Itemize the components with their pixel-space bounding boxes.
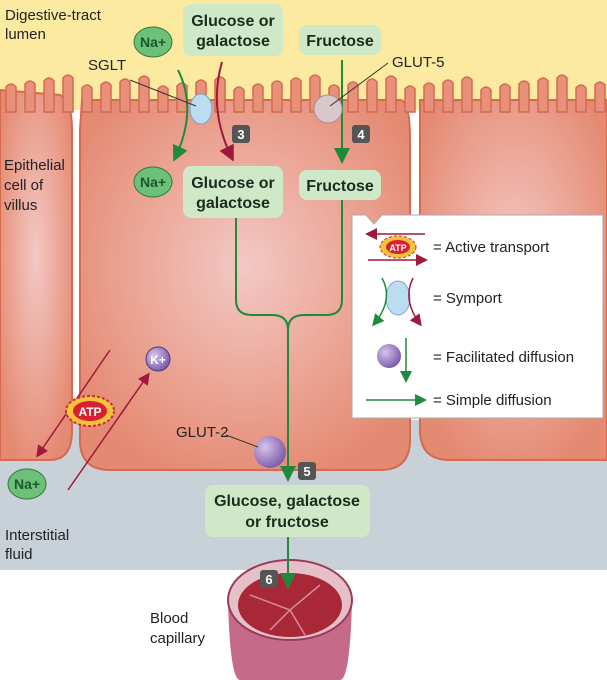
fructose-cell-box: Fructose xyxy=(299,170,381,200)
legend-facilitated-diffusion: = Facilitated diffusion xyxy=(377,338,574,383)
step-4: 4 xyxy=(352,125,370,143)
interstitial-label-2: fluid xyxy=(5,546,33,563)
microvillus xyxy=(157,85,169,113)
svg-text:Fructose: Fructose xyxy=(306,33,374,50)
blood-capillary xyxy=(227,559,353,680)
svg-text:galactose: galactose xyxy=(196,33,270,50)
microvillus xyxy=(138,75,150,113)
svg-text:Na+: Na+ xyxy=(140,174,166,190)
svg-text:5: 5 xyxy=(303,464,310,479)
glut5-transporter xyxy=(313,94,343,124)
legend: ATP = Active transport = Symport = Facil… xyxy=(351,214,604,419)
glucose-cell-box: Glucose or galactose xyxy=(183,166,283,218)
svg-text:= Facilitated diffusion: = Facilitated diffusion xyxy=(433,349,574,366)
sglt-transporter xyxy=(189,93,213,125)
svg-text:Glucose, galactose: Glucose, galactose xyxy=(214,493,360,510)
lumen-label-1: Digestive-tract xyxy=(5,7,102,24)
svg-text:or fructose: or fructose xyxy=(245,514,329,531)
microvillus xyxy=(499,83,511,113)
legend-simple-diffusion: = Simple diffusion xyxy=(366,392,552,409)
microvillus xyxy=(62,74,74,113)
microvillus xyxy=(518,80,530,113)
fructose-lumen-box: Fructose xyxy=(299,25,381,55)
microvillus xyxy=(385,75,397,113)
microvillus xyxy=(5,83,17,113)
microvillus xyxy=(556,74,568,113)
glut5-label: GLUT-5 xyxy=(392,54,445,71)
legend-active-transport: ATP = Active transport xyxy=(365,228,550,266)
capillary-label-1: Blood xyxy=(150,610,188,627)
microvillus xyxy=(594,81,606,113)
na-symport-arrow xyxy=(172,69,189,162)
svg-text:3: 3 xyxy=(237,127,244,142)
output-sugar-box: Glucose, galactose or fructose xyxy=(205,485,370,537)
microvillus xyxy=(43,77,55,113)
microvillus xyxy=(271,80,283,113)
epithelial-label-1: Epithelial xyxy=(4,157,65,174)
lumen-label-2: lumen xyxy=(5,26,46,43)
capillary-label-2: capillary xyxy=(150,630,206,647)
step-5: 5 xyxy=(298,462,316,480)
svg-text:Na+: Na+ xyxy=(140,34,166,50)
svg-text:ATP: ATP xyxy=(78,405,101,419)
microvillus xyxy=(81,84,93,113)
microvillus xyxy=(100,81,112,113)
svg-text:4: 4 xyxy=(357,127,365,142)
svg-text:6: 6 xyxy=(265,572,272,587)
microvillus xyxy=(442,79,454,113)
microvillus xyxy=(404,85,416,113)
svg-text:K+: K+ xyxy=(150,353,166,367)
microvillus xyxy=(575,84,587,113)
left-epithelial-cell xyxy=(0,88,73,461)
microvillus xyxy=(366,78,378,113)
microvillus xyxy=(480,86,492,113)
microvillus xyxy=(233,86,245,113)
glucose-symport-arrow xyxy=(215,61,234,162)
na-ion-lumen: Na+ xyxy=(133,26,173,58)
svg-text:Fructose: Fructose xyxy=(306,178,374,195)
epithelial-label-3: villus xyxy=(4,197,37,214)
microvillus xyxy=(24,80,36,113)
svg-text:= Simple diffusion: = Simple diffusion xyxy=(433,392,552,409)
glut2-transporter xyxy=(254,436,286,468)
microvillus xyxy=(537,77,549,113)
legend-symport: = Symport xyxy=(372,277,503,327)
svg-text:Na+: Na+ xyxy=(14,476,40,492)
svg-text:= Active transport: = Active transport xyxy=(433,239,550,256)
epithelial-label-2: cell of xyxy=(4,177,44,194)
microvillus xyxy=(252,83,264,113)
step-6: 6 xyxy=(260,570,278,588)
step-3: 3 xyxy=(232,125,250,143)
atp-pump: ATP xyxy=(65,395,115,427)
microvillus xyxy=(290,77,302,113)
svg-text:galactose: galactose xyxy=(196,195,270,212)
microvillus xyxy=(461,76,473,113)
svg-text:Glucose or: Glucose or xyxy=(191,13,275,30)
microvillus xyxy=(423,82,435,113)
interstitial-label-1: Interstitial xyxy=(5,527,69,544)
svg-text:Glucose or: Glucose or xyxy=(191,175,275,192)
microvillus xyxy=(119,78,131,113)
k-ion: K+ xyxy=(145,346,171,372)
microvilli xyxy=(5,74,606,113)
glucose-lumen-box: Glucose or galactose xyxy=(183,4,283,56)
sglt-label: SGLT xyxy=(88,57,126,74)
svg-text:ATP: ATP xyxy=(389,243,406,253)
glut2-label: GLUT-2 xyxy=(176,424,229,441)
svg-text:= Symport: = Symport xyxy=(433,290,503,307)
na-ion-interstitial: Na+ xyxy=(7,468,47,500)
na-ion-cell: Na+ xyxy=(133,166,173,198)
